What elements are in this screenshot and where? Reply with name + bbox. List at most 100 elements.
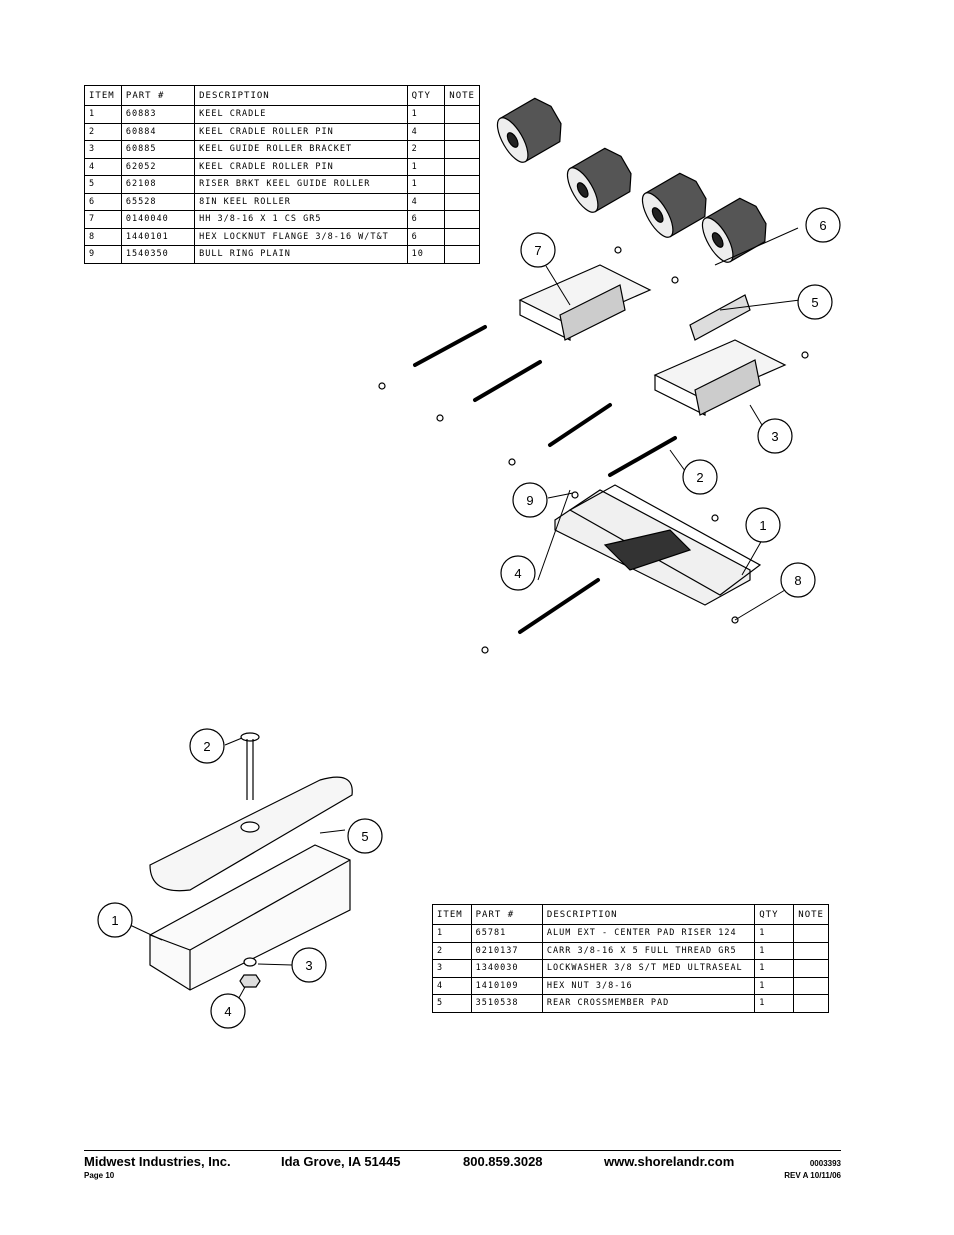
callout-balloons <box>500 207 841 598</box>
table-cell: 65528 <box>120 192 196 211</box>
table-cell: 1 <box>754 924 795 943</box>
table-cell: 65781 <box>470 924 543 943</box>
table-cell: 1 <box>432 924 472 943</box>
footer-phone: 800.859.3028 <box>463 1154 543 1169</box>
table-cell: 0140040 <box>120 210 196 229</box>
table-cell: 1440101 <box>120 227 196 246</box>
table-cell: 1 <box>84 105 122 124</box>
table-cell <box>793 976 829 995</box>
table-cell: 60884 <box>120 122 196 141</box>
table-cell <box>793 994 829 1013</box>
table-cell: 3 <box>432 959 472 978</box>
keel-roller-icon <box>496 97 767 263</box>
table-cell: 3 <box>84 140 122 159</box>
table-cell: 62108 <box>120 175 196 194</box>
table-cell <box>444 245 480 264</box>
table-cell: 1 <box>754 994 795 1013</box>
callout-7: 7 <box>534 243 541 258</box>
callout-2: 2 <box>203 739 210 754</box>
callout-4: 4 <box>224 1004 231 1019</box>
keel-cradle-icon <box>554 484 762 606</box>
footer-revision: REV A 10/11/06 <box>784 1171 841 1180</box>
table-cell: 5 <box>432 994 472 1013</box>
footer-city: Ida Grove, IA 51445 <box>281 1154 401 1169</box>
callout-6: 6 <box>819 218 826 233</box>
hardware-nut-icon <box>378 246 809 654</box>
table-cell: 1340030 <box>470 959 543 978</box>
column-header: QTY <box>754 904 795 925</box>
table-cell: 2 <box>84 122 122 141</box>
roller-pin-icon <box>413 325 677 634</box>
table-cell: REAR CROSSMEMBER PAD <box>541 994 756 1013</box>
table-cell: 62052 <box>120 157 196 176</box>
table-cell <box>793 959 829 978</box>
callout-balloons <box>97 728 383 1029</box>
table-cell: 60883 <box>120 105 196 124</box>
callout-1: 1 <box>759 518 766 533</box>
table-cell: 9 <box>84 245 122 264</box>
footer-page-number: Page 10 <box>84 1171 115 1180</box>
column-header: NOTE <box>444 85 480 106</box>
table-cell: 4 <box>84 157 122 176</box>
callout-2: 2 <box>696 470 703 485</box>
table-cell: 3510538 <box>470 994 543 1013</box>
aluminum-extrusion-icon <box>149 844 351 991</box>
table-cell: HEX NUT 3/8-16 <box>541 976 756 995</box>
table-cell: 1 <box>754 959 795 978</box>
footer-divider <box>84 1150 841 1151</box>
table-cell: 6 <box>84 192 122 211</box>
column-header: QTY <box>406 85 446 106</box>
column-header: NOTE <box>793 904 829 925</box>
column-header: ITEM <box>84 85 122 106</box>
footer-doc-number: 0003393 <box>809 1159 841 1168</box>
keel-cradle-exploded-drawing: 7 5 6 3 2 9 1 4 8 <box>378 97 841 654</box>
column-header: DESCRIPTION <box>194 85 408 106</box>
hex-nut-icon <box>239 974 261 988</box>
table-cell <box>793 941 829 960</box>
table-cell: 1540350 <box>120 245 196 264</box>
callout-9: 9 <box>526 493 533 508</box>
table-cell: BULL RING PLAIN <box>194 245 408 264</box>
table-cell: 5 <box>84 175 122 194</box>
table-cell: 4 <box>432 976 472 995</box>
table-cell: 1 <box>754 976 795 995</box>
table-cell: 1 <box>754 941 795 960</box>
callout-1: 1 <box>111 913 118 928</box>
footer-website[interactable]: www.shorelandr.com <box>604 1154 735 1169</box>
callout-8: 8 <box>794 573 801 588</box>
table-cell: LOCKWASHER 3/8 S/T MED ULTRASEAL <box>541 959 756 978</box>
table-cell: 0210137 <box>470 941 543 960</box>
callout-3: 3 <box>305 958 312 973</box>
table-cell <box>793 924 829 943</box>
table-cell: 7 <box>84 210 122 229</box>
column-header: PART # <box>120 85 196 106</box>
table-cell: ALUM EXT - CENTER PAD RISER 124 <box>541 924 756 943</box>
callout-4: 4 <box>514 566 521 581</box>
table-cell: 8 <box>84 227 122 246</box>
table-cell: 2 <box>432 941 472 960</box>
center-pad-riser-exploded-drawing: 2 5 1 3 4 <box>97 728 383 1029</box>
callout-5: 5 <box>811 295 818 310</box>
carriage-bolt-icon <box>240 732 260 800</box>
table-cell: 60885 <box>120 140 196 159</box>
table-cell: CARR 3/8-16 X 5 FULL THREAD GR5 <box>541 941 756 960</box>
riser-bracket-icon <box>689 294 751 341</box>
footer-company: Midwest Industries, Inc. <box>84 1154 231 1169</box>
callout-3: 3 <box>771 429 778 444</box>
table-cell: 10 <box>406 245 446 264</box>
callout-5: 5 <box>361 829 368 844</box>
table-cell: 1410109 <box>470 976 543 995</box>
column-header: PART # <box>470 904 543 925</box>
